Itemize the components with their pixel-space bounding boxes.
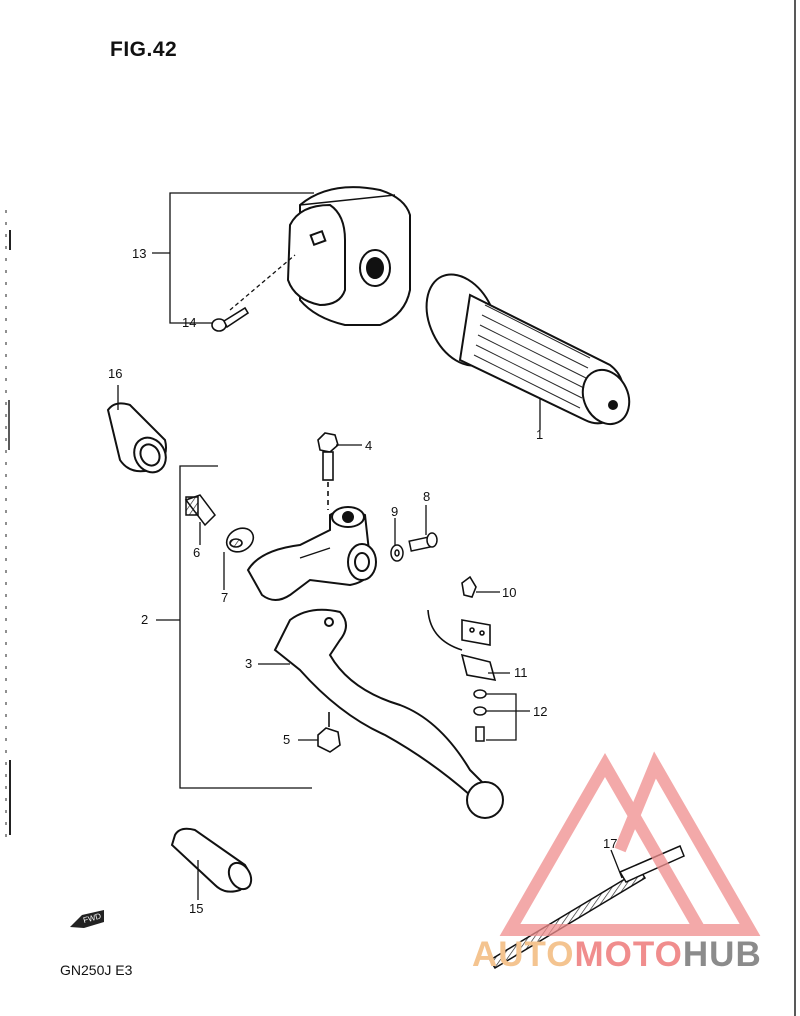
watermark-logo-icon (499, 751, 761, 936)
watermark-text: AUTOMOTOHUB (472, 935, 762, 975)
part-number-labels: 1 2 3 4 5 6 7 8 9 10 11 12 13 14 15 16 1… (108, 246, 617, 916)
part-7-lock-nut (225, 527, 255, 553)
part-14-screw (211, 306, 250, 332)
part-8-bolt (408, 532, 438, 552)
model-code: GN250J E3 (60, 962, 133, 978)
label-part-3: 3 (245, 656, 252, 671)
part-16-rubber-cover (106, 402, 167, 474)
label-part-1: 1 (536, 427, 543, 442)
watermark-moto: MOTO (574, 935, 683, 974)
part-2-lever-holder (246, 506, 377, 601)
label-part-11: 11 (514, 665, 528, 680)
label-part-12: 12 (533, 704, 547, 719)
label-part-13: 13 (132, 246, 146, 261)
part-13-switch-housing (286, 186, 411, 326)
label-part-8: 8 (423, 489, 430, 504)
part-5-nut (317, 712, 341, 753)
part-3-clutch-lever (273, 608, 504, 819)
part-4-bolt (317, 432, 339, 510)
label-part-17: 17 (603, 836, 617, 851)
forward-arrow-icon: FWD (70, 910, 104, 928)
label-part-6: 6 (193, 545, 200, 560)
label-part-16: 16 (108, 366, 122, 381)
watermark-auto: AUTO (472, 935, 575, 974)
part-12-screw-set (473, 689, 487, 742)
part-10-switch-plug (461, 575, 477, 598)
part-17-cable-tie (488, 845, 685, 970)
figure-title: FIG.42 (110, 38, 178, 61)
label-part-10: 10 (502, 585, 516, 600)
label-part-9: 9 (391, 504, 398, 519)
part-9-washer (390, 544, 404, 562)
part-1-handlebar-grip (425, 273, 631, 426)
part-6-adjuster-screw (184, 494, 216, 527)
part-11-clutch-switch (427, 609, 497, 682)
label-part-14: 14 (182, 315, 196, 330)
label-part-5: 5 (283, 732, 290, 747)
part-15-cable-boot (170, 827, 253, 893)
label-part-7: 7 (221, 590, 228, 605)
scan-edge-marks (5, 0, 796, 1016)
label-part-15: 15 (189, 901, 203, 916)
watermark-hub: HUB (682, 935, 762, 974)
leader-lines (117, 192, 623, 900)
label-part-2: 2 (141, 612, 148, 627)
label-part-4: 4 (365, 438, 372, 453)
